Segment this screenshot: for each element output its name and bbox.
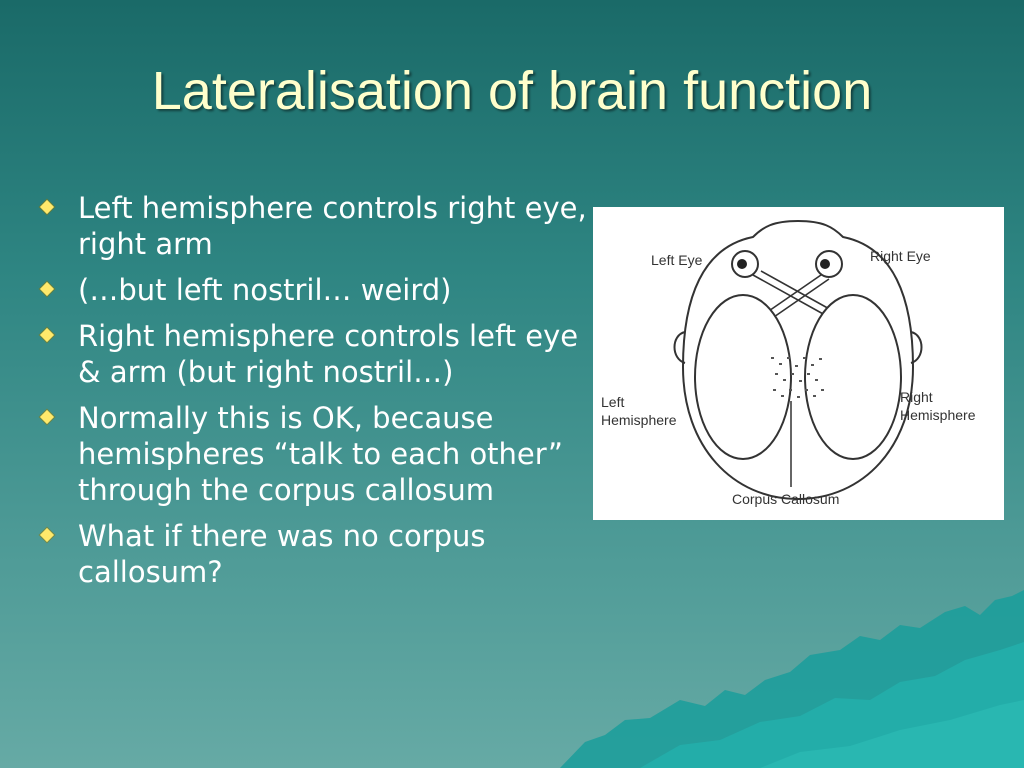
label-right-hemisphere-line2: Hemisphere xyxy=(900,407,976,423)
label-left-hemisphere-line2: Hemisphere xyxy=(601,412,677,428)
bullet-item: Normally this is OK, because hemispheres… xyxy=(38,400,598,508)
diamond-bullet-icon xyxy=(39,281,55,297)
optic-path-right xyxy=(762,274,830,320)
right-pupil xyxy=(820,259,830,269)
corpus-callosum-fibres xyxy=(771,357,824,398)
diamond-bullet-icon xyxy=(39,327,55,343)
label-left-hemisphere-line1: Left xyxy=(601,394,624,410)
label-corpus-callosum: Corpus Callosum xyxy=(732,491,839,507)
bullet-text: Right hemisphere controls left eye & arm… xyxy=(78,319,579,389)
slide-title: Lateralisation of brain function xyxy=(151,61,873,121)
bullet-item: What if there was no corpus callosum? xyxy=(38,518,598,590)
bullet-list: Left hemisphere controls right eye, righ… xyxy=(38,190,598,600)
bullet-item: Right hemisphere controls left eye & arm… xyxy=(38,318,598,390)
right-hemisphere-shape xyxy=(804,294,902,460)
brain-diagram: Left Eye Right Eye Left Hemisphere Right… xyxy=(593,207,1004,520)
head-outline xyxy=(681,219,915,501)
right-ear xyxy=(910,331,923,364)
bullet-text: Left hemisphere controls right eye, righ… xyxy=(78,191,587,261)
diamond-bullet-icon xyxy=(39,527,55,543)
label-left-eye: Left Eye xyxy=(651,252,703,268)
brain-diagram-svg: Left Eye Right Eye Left Hemisphere Right… xyxy=(601,219,976,507)
label-right-eye: Right Eye xyxy=(870,248,931,264)
left-hemisphere-shape xyxy=(694,294,792,460)
diamond-bullet-icon xyxy=(39,199,55,215)
bullet-item: (…but left nostril… weird) xyxy=(38,272,598,308)
left-ear xyxy=(673,331,686,364)
bullet-text: What if there was no corpus callosum? xyxy=(78,519,486,589)
bullet-text: (…but left nostril… weird) xyxy=(78,273,452,307)
bullet-text: Normally this is OK, because hemispheres… xyxy=(78,401,563,507)
diamond-bullet-icon xyxy=(39,409,55,425)
label-right-hemisphere-line1: Right xyxy=(900,389,933,405)
left-pupil xyxy=(737,259,747,269)
bullet-item: Left hemisphere controls right eye, righ… xyxy=(38,190,598,262)
